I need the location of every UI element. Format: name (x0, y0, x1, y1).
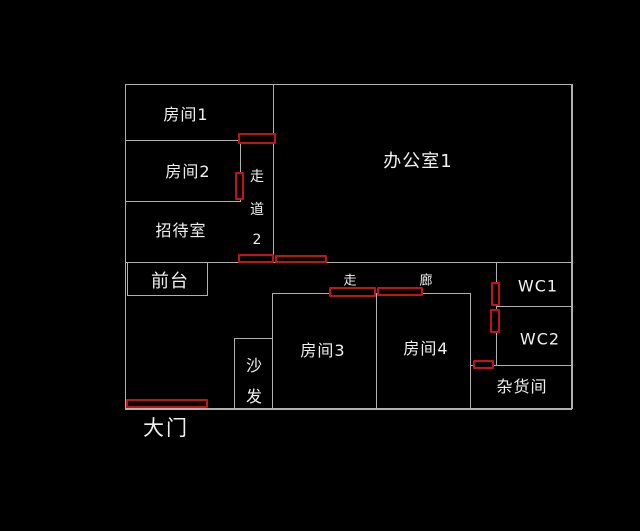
storage-label: 杂货间 (496, 377, 548, 396)
room4-right-wall (470, 293, 471, 409)
room3-room4-divider (376, 293, 377, 409)
sofa-label: 沙 发 (246, 352, 262, 407)
office1-left-wall (273, 84, 274, 263)
room3-label: 房间3 (300, 341, 346, 360)
sofa-box-top (234, 338, 273, 339)
frontdesk-box-bottom (127, 295, 208, 296)
sofa-label-char: 沙 (245, 356, 263, 375)
storage-top-wall (470, 365, 572, 366)
corridor2-label-char: 2 (252, 232, 262, 248)
frontdesk-box-right (207, 262, 208, 296)
outer-wall-bottom (125, 408, 572, 410)
door-corridor-room3 (329, 287, 376, 297)
corridor2-label-char: 道 (250, 202, 264, 218)
wc1-wc2-divider (496, 306, 572, 307)
middle-wall (125, 262, 572, 263)
wc1-label: WC1 (517, 276, 559, 296)
corridor2-label: 走 道 2 (250, 166, 264, 248)
door-office1-hall (275, 255, 327, 263)
corridor2-label-char: 走 (250, 169, 264, 185)
room4-label: 房间4 (403, 339, 449, 358)
room2-bottom-wall (125, 201, 241, 202)
door-corridor-room4 (377, 287, 423, 296)
office1-label: 办公室1 (383, 151, 453, 172)
room3-left-wall (272, 293, 273, 409)
outer-wall-left (125, 84, 126, 409)
main-gate-label: 大门 (143, 416, 189, 440)
wc2-label: WC2 (519, 329, 561, 349)
corridor2-left-wall (240, 140, 241, 202)
room1-label: 房间1 (163, 105, 209, 124)
door-room1-corridor2 (238, 133, 276, 144)
corridor-label-right: 廊 (419, 273, 433, 289)
reception-label: 招待室 (155, 221, 207, 240)
outer-wall-right (571, 84, 573, 409)
door-corridor2-hall (238, 254, 274, 263)
door-wc2 (490, 309, 500, 333)
front-desk-label: 前台 (151, 271, 189, 292)
door-wc1 (491, 282, 500, 306)
room2-label: 房间2 (165, 162, 211, 181)
sofa-label-char: 发 (245, 387, 263, 406)
room1-bottom-wall (125, 140, 242, 141)
corridor-label-left: 走 (343, 273, 357, 289)
door-room2-corridor2 (235, 172, 244, 200)
sofa-box-left (234, 338, 235, 409)
outer-wall-top (125, 84, 572, 85)
frontdesk-box-left (127, 262, 128, 296)
door-main-gate (126, 399, 208, 408)
door-storage (473, 360, 494, 369)
